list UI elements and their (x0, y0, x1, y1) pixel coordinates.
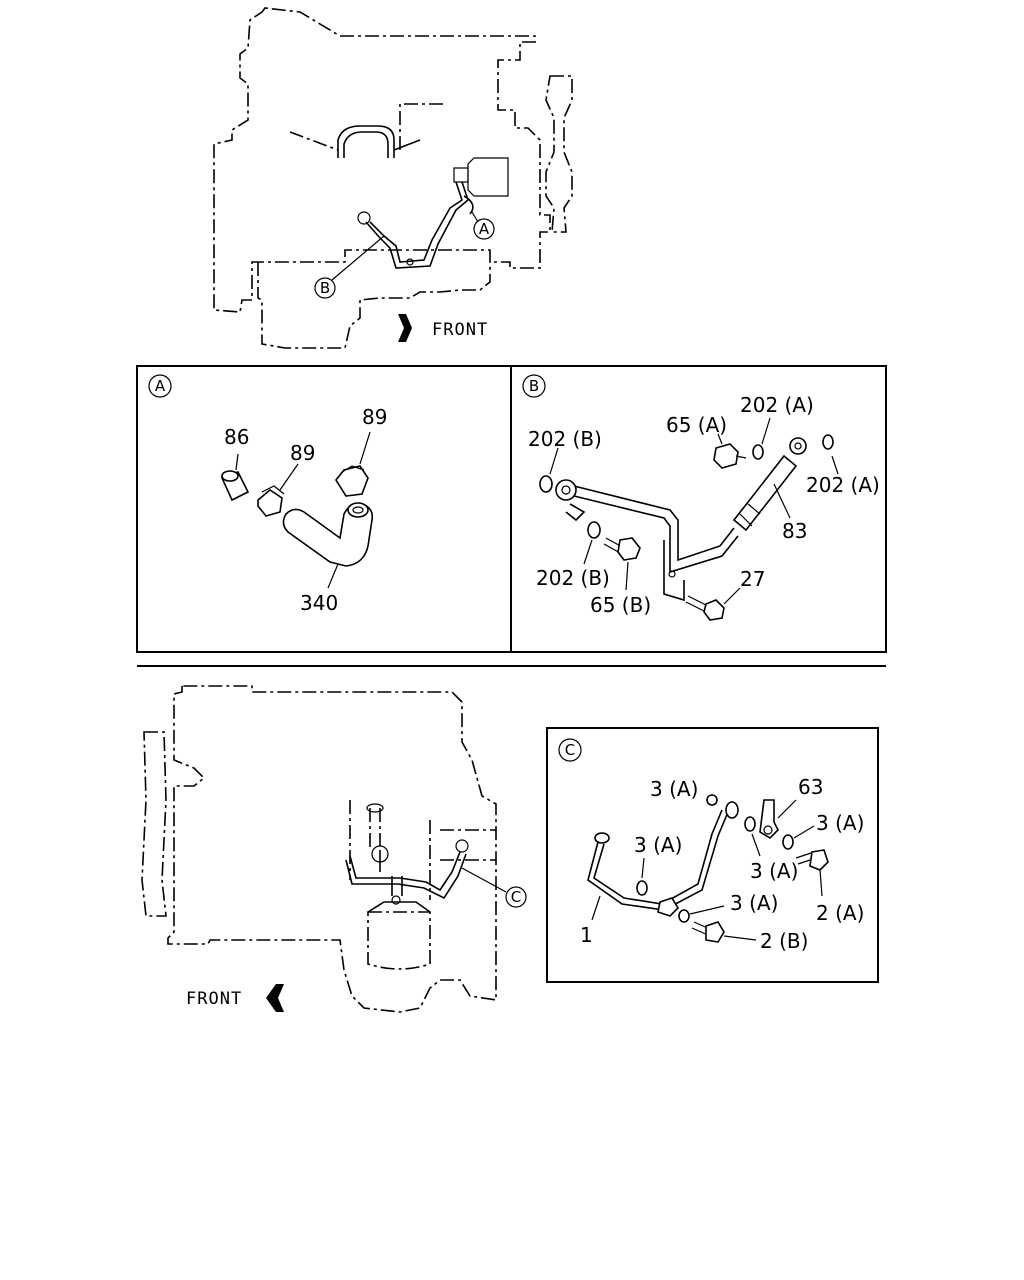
label-202b-bottom: 202 (B) (536, 566, 610, 590)
detail-b-frame (510, 365, 887, 653)
label-83: 83 (782, 519, 807, 543)
label-86: 86 (224, 425, 249, 449)
label-2a: 2 (A) (816, 901, 864, 925)
bottom-engine-view: C FRONT (141, 685, 527, 1013)
label-1: 1 (580, 923, 593, 947)
front-arrow-left-icon (266, 984, 284, 1012)
label-202b-top: 202 (B) (528, 427, 602, 451)
callout-b-text: B (320, 279, 330, 297)
front-arrow-right-icon (398, 314, 412, 342)
callout-c-text: C (511, 888, 521, 906)
label-63: 63 (798, 775, 823, 799)
label-89-left: 89 (290, 441, 315, 465)
detail-a-badge: A (155, 377, 166, 395)
label-3a-mid: 3 (A) (750, 859, 798, 883)
detail-c: C 1 3 (A) 3 (A) 63 3 (A) 3 (A) 2 (A (558, 738, 864, 953)
label-202a-top: 202 (A) (740, 393, 814, 417)
detail-b: B 202 (B) 83 65 (A) 202 (A) 202 (A) (522, 374, 880, 621)
label-3a-right: 3 (A) (816, 811, 864, 835)
top-engine-view: A B FRONT (213, 7, 573, 349)
label-3a-top: 3 (A) (650, 777, 698, 801)
label-89-right: 89 (362, 405, 387, 429)
label-202a-right: 202 (A) (806, 473, 880, 497)
callout-a-text: A (479, 220, 490, 238)
label-65b: 65 (B) (590, 593, 651, 617)
detail-c-badge: C (565, 741, 575, 759)
label-3a-center: 3 (A) (634, 833, 682, 857)
label-2b: 2 (B) (760, 929, 808, 953)
label-65a: 65 (A) (666, 413, 727, 437)
label-340: 340 (300, 591, 338, 615)
top-front-label: FRONT (432, 320, 488, 340)
detail-a: A 86 89 89 340 (148, 374, 387, 615)
detail-b-badge: B (529, 377, 539, 395)
detail-c-frame (546, 727, 879, 983)
bottom-front-label: FRONT (186, 989, 242, 1009)
label-3a-lower: 3 (A) (730, 891, 778, 915)
label-27: 27 (740, 567, 765, 591)
